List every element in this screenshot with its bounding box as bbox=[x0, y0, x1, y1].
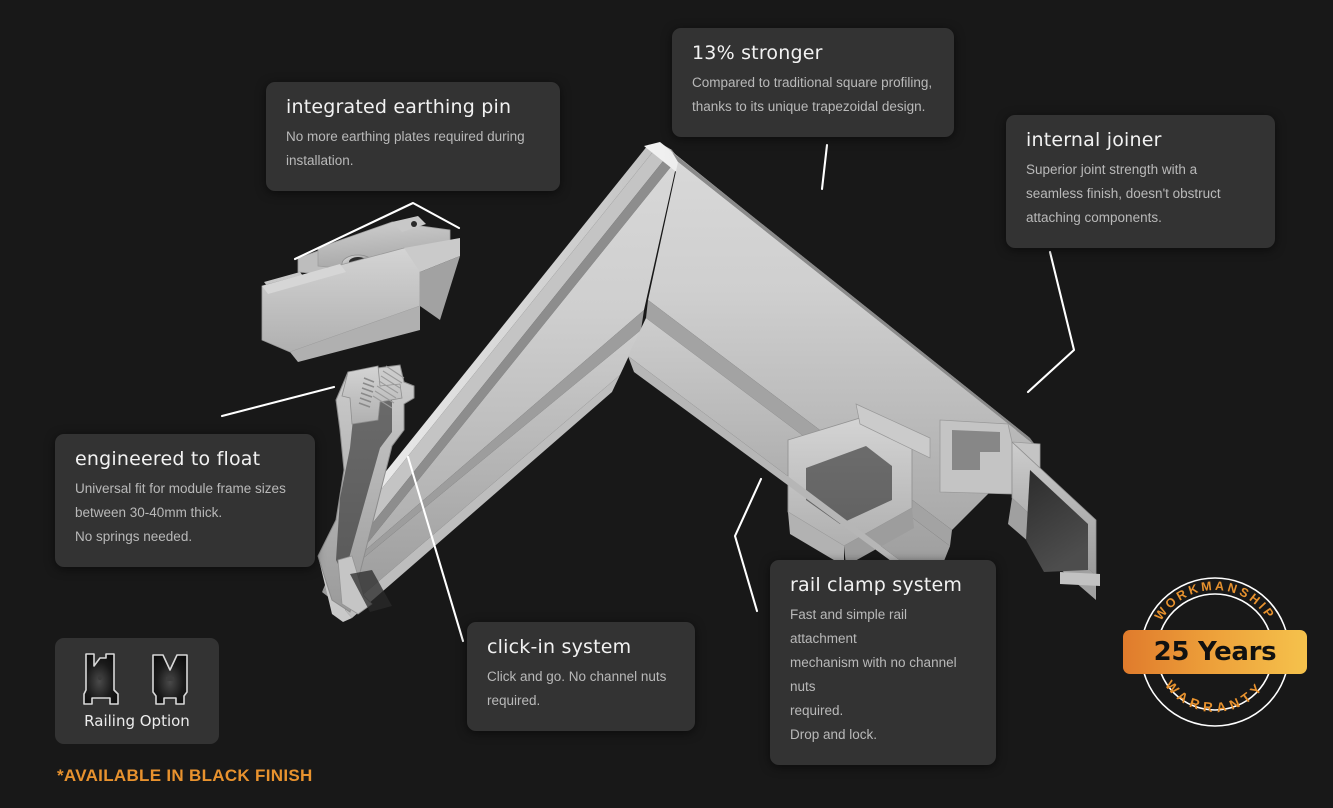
callout-body-line: Universal fit for module frame sizes bbox=[75, 481, 286, 496]
callout-body-line: Click and go. No channel nuts bbox=[487, 669, 667, 684]
callout-body-line: required. bbox=[487, 693, 541, 709]
callout-body-line: thanks to its unique trapezoidal design. bbox=[692, 99, 926, 115]
callout-body-line: Fast and simple rail attachment bbox=[790, 607, 908, 647]
callout-body: Fast and simple rail attachment mechanis… bbox=[790, 603, 976, 747]
black-finish-note: *AVAILABLE IN BLACK FINISH bbox=[57, 766, 313, 785]
callout-engineered-to-float: engineered to float Universal fit for mo… bbox=[55, 434, 315, 568]
callout-13-percent-stronger: 13% stronger Compared to traditional squ… bbox=[672, 28, 954, 138]
callout-internal-joiner: internal joiner Superior joint strength … bbox=[1006, 115, 1275, 249]
callout-body-line: No springs needed. bbox=[75, 529, 193, 545]
callout-title: click-in system bbox=[487, 636, 632, 658]
callout-rail-clamp-system: rail clamp system Fast and simple rail a… bbox=[770, 560, 996, 766]
callout-body-line: attaching components. bbox=[1026, 210, 1162, 226]
callout-body: Click and go. No channel nuts required. bbox=[487, 665, 675, 713]
callout-title: 13% stronger bbox=[692, 42, 823, 64]
rail-profile-tall-icon bbox=[83, 653, 119, 705]
callout-body: No more earthing plates required during … bbox=[286, 125, 540, 173]
callout-body-line: seamless finish, doesn't obstruct bbox=[1026, 186, 1221, 202]
callout-body-line: Superior joint strength with a bbox=[1026, 162, 1198, 177]
callout-body-line: required. bbox=[790, 703, 844, 719]
callout-title: rail clamp system bbox=[790, 574, 963, 596]
callout-click-in-system: click-in system Click and go. No channel… bbox=[467, 622, 695, 732]
callout-title: internal joiner bbox=[1026, 129, 1162, 151]
badge-banner-text: 25 Years bbox=[1153, 637, 1277, 667]
railing-option-icons bbox=[80, 652, 194, 708]
callout-integrated-earthing-pin: integrated earthing pin No more earthing… bbox=[266, 82, 560, 192]
callout-title: engineered to float bbox=[75, 448, 261, 470]
callout-body: Superior joint strength with a seamless … bbox=[1026, 158, 1255, 230]
callout-body-line: between 30-40mm thick. bbox=[75, 505, 223, 521]
rail-profile-short-icon bbox=[152, 654, 188, 705]
badge-top-arc-text: WORKMANSHIP bbox=[1152, 579, 1278, 623]
callout-body: Compared to traditional square profiling… bbox=[692, 71, 934, 119]
warranty-badge: WORKMANSHIP WARRANTY 25 Years bbox=[1123, 562, 1307, 742]
callout-body-line: installation. bbox=[286, 153, 354, 169]
railing-option-card[interactable]: Railing Option bbox=[55, 638, 219, 744]
railing-option-label: Railing Option bbox=[84, 712, 190, 730]
badge-bottom-arc-text: WARRANTY bbox=[1162, 678, 1267, 716]
badge-banner: 25 Years bbox=[1123, 630, 1307, 674]
callout-body-line: Compared to traditional square profiling… bbox=[692, 75, 933, 90]
callout-body: Universal fit for module frame sizes bet… bbox=[75, 477, 295, 549]
callout-title: integrated earthing pin bbox=[286, 96, 512, 118]
callout-body-line: No more earthing plates required during bbox=[286, 129, 525, 144]
callout-body-line: Drop and lock. bbox=[790, 727, 878, 743]
callout-body-line: mechanism with no channel nuts bbox=[790, 655, 957, 695]
